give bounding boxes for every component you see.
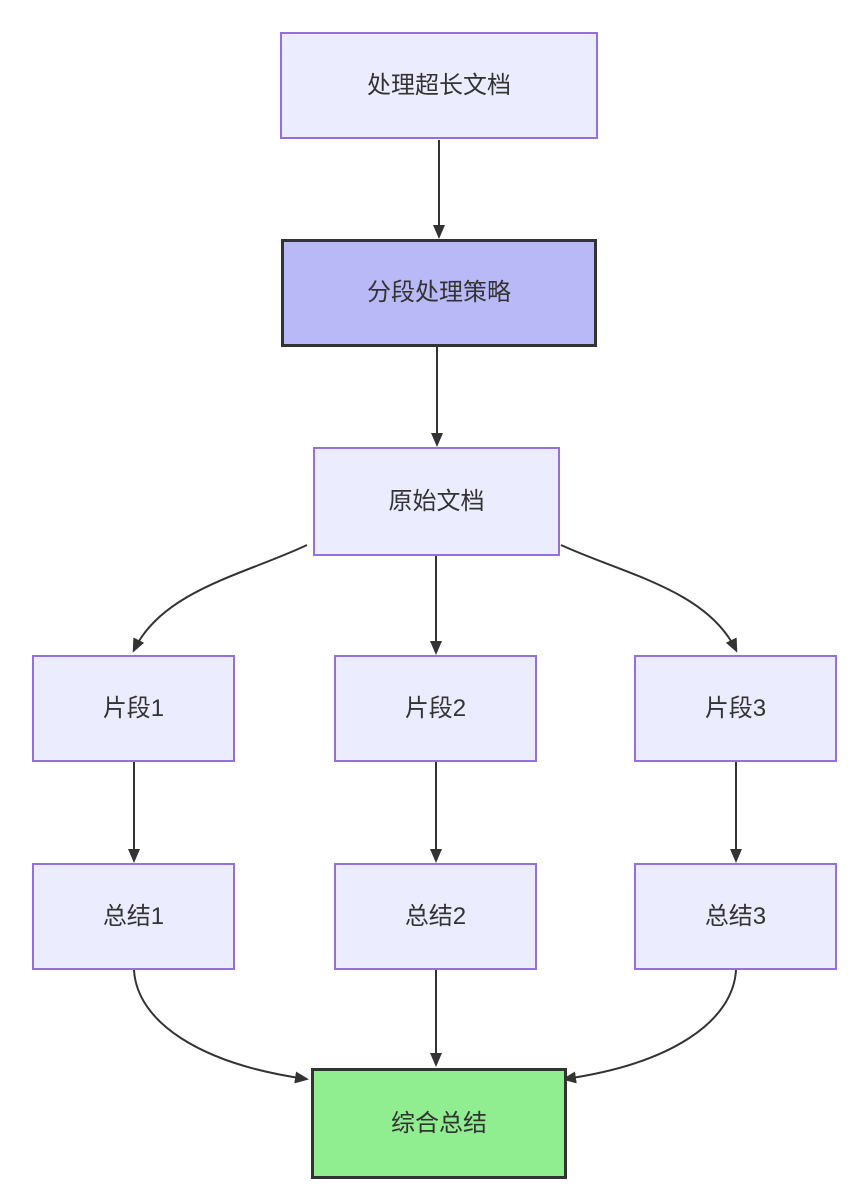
edge-sum3-final bbox=[562, 969, 737, 1084]
node-fragment-3: 片段3 bbox=[634, 655, 837, 762]
node-label: 片段2 bbox=[404, 694, 467, 722]
node-summary-1: 总结1 bbox=[32, 863, 235, 970]
node-summary-3: 总结3 bbox=[634, 863, 837, 970]
edge-doc-frag3 bbox=[560, 544, 738, 653]
node-label: 处理超长文档 bbox=[367, 71, 511, 99]
node-label: 总结1 bbox=[102, 902, 165, 930]
node-combined-summary: 综合总结 bbox=[311, 1068, 567, 1179]
node-label: 原始文档 bbox=[388, 487, 485, 515]
node-label: 总结3 bbox=[704, 902, 767, 930]
node-label: 片段3 bbox=[704, 694, 767, 722]
node-process-long-document: 处理超长文档 bbox=[280, 32, 598, 139]
edge-doc-frag1 bbox=[132, 544, 308, 653]
node-fragment-1: 片段1 bbox=[32, 655, 235, 762]
edge-sum1-final bbox=[133, 969, 309, 1084]
node-original-document: 原始文档 bbox=[313, 447, 560, 556]
node-label: 综合总结 bbox=[391, 1109, 487, 1137]
node-summary-2: 总结2 bbox=[334, 863, 537, 970]
node-label: 总结2 bbox=[404, 902, 467, 930]
node-fragment-2: 片段2 bbox=[334, 655, 537, 762]
node-label: 分段处理策略 bbox=[367, 279, 511, 307]
node-label: 片段1 bbox=[102, 694, 165, 722]
node-segmentation-strategy: 分段处理策略 bbox=[281, 239, 597, 347]
